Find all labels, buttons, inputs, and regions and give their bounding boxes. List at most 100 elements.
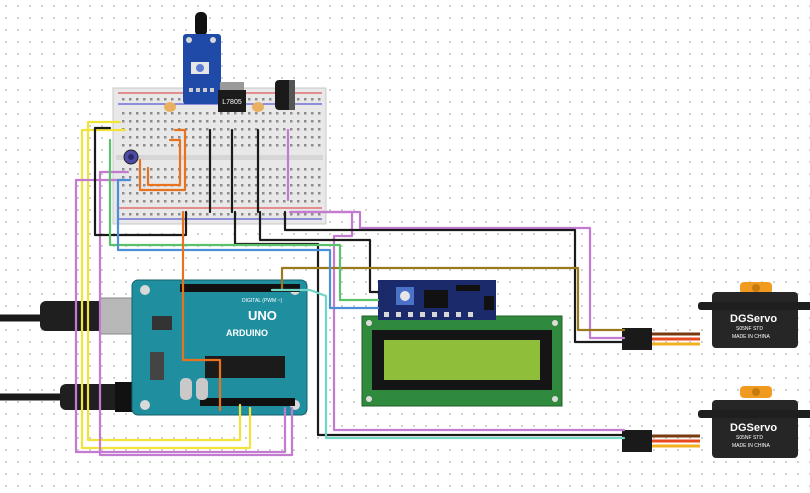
breadboard-hole bbox=[304, 168, 307, 171]
breadboard-hole bbox=[164, 128, 167, 131]
breadboard-hole bbox=[269, 168, 272, 171]
breadboard-hole bbox=[290, 213, 293, 216]
breadboard-hole bbox=[318, 112, 321, 115]
breadboard-hole bbox=[276, 213, 279, 216]
breadboard-hole bbox=[122, 213, 125, 216]
backpack-pin bbox=[408, 312, 413, 317]
breadboard-hole bbox=[206, 112, 209, 115]
backpack-pin bbox=[444, 312, 449, 317]
breadboard-hole bbox=[290, 184, 293, 187]
breadboard-hole bbox=[157, 192, 160, 195]
breadboard-hole bbox=[129, 184, 132, 187]
breadboard-hole bbox=[129, 200, 132, 203]
backpack-pin bbox=[384, 312, 389, 317]
breadboard-hole bbox=[311, 213, 314, 216]
breadboard-hole bbox=[276, 176, 279, 179]
breadboard-hole bbox=[241, 120, 244, 123]
breadboard-hole bbox=[192, 200, 195, 203]
breadboard-hole bbox=[220, 136, 223, 139]
breadboard-hole bbox=[164, 144, 167, 147]
breadboard-hole bbox=[241, 213, 244, 216]
breadboard-hole bbox=[213, 136, 216, 139]
breadboard-hole bbox=[178, 192, 181, 195]
breadboard-hole bbox=[304, 112, 307, 115]
breadboard-hole bbox=[262, 192, 265, 195]
breadboard-hole bbox=[269, 128, 272, 131]
breadboard-hole bbox=[122, 184, 125, 187]
regulator-label: L7805 bbox=[222, 99, 242, 106]
breadboard-hole bbox=[248, 128, 251, 131]
flame-sensor bbox=[183, 12, 221, 104]
breadboard-hole bbox=[248, 168, 251, 171]
breadboard-hole bbox=[304, 136, 307, 139]
wire-yellow-1 bbox=[86, 120, 242, 442]
breadboard-hole bbox=[171, 144, 174, 147]
breadboard-hole bbox=[185, 200, 188, 203]
breadboard-hole bbox=[248, 213, 251, 216]
backpack-pin bbox=[456, 312, 461, 317]
breadboard-hole bbox=[318, 128, 321, 131]
breadboard-hole bbox=[262, 213, 265, 216]
breadboard-hole bbox=[262, 136, 265, 139]
breadboard-hole bbox=[234, 200, 237, 203]
breadboard-hole bbox=[297, 128, 300, 131]
breadboard-hole bbox=[199, 168, 202, 171]
wire-green bbox=[108, 138, 380, 302]
breadboard-hole bbox=[276, 120, 279, 123]
breadboard-hole bbox=[234, 176, 237, 179]
breadboard-hole bbox=[227, 144, 230, 147]
breadboard-hole bbox=[122, 98, 125, 101]
breadboard-hole bbox=[248, 98, 251, 101]
breadboard-hole bbox=[262, 120, 265, 123]
wire-purple-3 bbox=[298, 210, 626, 432]
breadboard-hole bbox=[136, 112, 139, 115]
breadboard-hole bbox=[143, 98, 146, 101]
backpack-pin bbox=[396, 312, 401, 317]
breadboard-hole bbox=[129, 213, 132, 216]
breadboard-hole bbox=[129, 112, 132, 115]
breadboard-hole bbox=[185, 136, 188, 139]
breadboard-hole bbox=[164, 168, 167, 171]
breadboard-hole bbox=[304, 213, 307, 216]
breadboard-hole bbox=[136, 184, 139, 187]
breadboard-hole bbox=[199, 184, 202, 187]
breadboard-hole bbox=[262, 144, 265, 147]
breadboard-hole bbox=[143, 184, 146, 187]
arduino-brand: ARDUINO bbox=[226, 328, 268, 338]
breadboard-hole bbox=[248, 192, 251, 195]
breadboard-hole bbox=[220, 176, 223, 179]
breadboard-hole bbox=[255, 200, 258, 203]
breadboard-hole bbox=[150, 144, 153, 147]
breadboard-hole bbox=[227, 176, 230, 179]
wire-blue bbox=[116, 178, 380, 310]
breadboard-hole bbox=[311, 120, 314, 123]
breadboard-hole bbox=[199, 213, 202, 216]
breadboard-hole bbox=[206, 120, 209, 123]
breadboard-hole bbox=[220, 128, 223, 131]
breadboard-hole bbox=[227, 192, 230, 195]
breadboard-hole bbox=[304, 144, 307, 147]
breadboard-hole bbox=[192, 128, 195, 131]
breadboard-hole bbox=[262, 168, 265, 171]
wire-teal bbox=[270, 288, 626, 440]
breadboard-hole bbox=[227, 184, 230, 187]
breadboard-hole bbox=[255, 168, 258, 171]
breadboard-hole bbox=[220, 184, 223, 187]
breadboard-hole bbox=[255, 144, 258, 147]
breadboard-hole bbox=[304, 120, 307, 123]
breadboard-hole bbox=[241, 176, 244, 179]
breadboard-hole bbox=[304, 176, 307, 179]
breadboard-hole bbox=[290, 136, 293, 139]
servo-top-lead bbox=[622, 328, 700, 350]
breadboard-hole bbox=[213, 184, 216, 187]
breadboard-hole bbox=[262, 128, 265, 131]
backpack-pin bbox=[420, 312, 425, 317]
breadboard-hole bbox=[220, 200, 223, 203]
breadboard-hole bbox=[171, 98, 174, 101]
breadboard-hole bbox=[248, 200, 251, 203]
breadboard-hole bbox=[136, 192, 139, 195]
breadboard-hole bbox=[283, 200, 286, 203]
breadboard-hole bbox=[276, 128, 279, 131]
breadboard-hole bbox=[227, 200, 230, 203]
